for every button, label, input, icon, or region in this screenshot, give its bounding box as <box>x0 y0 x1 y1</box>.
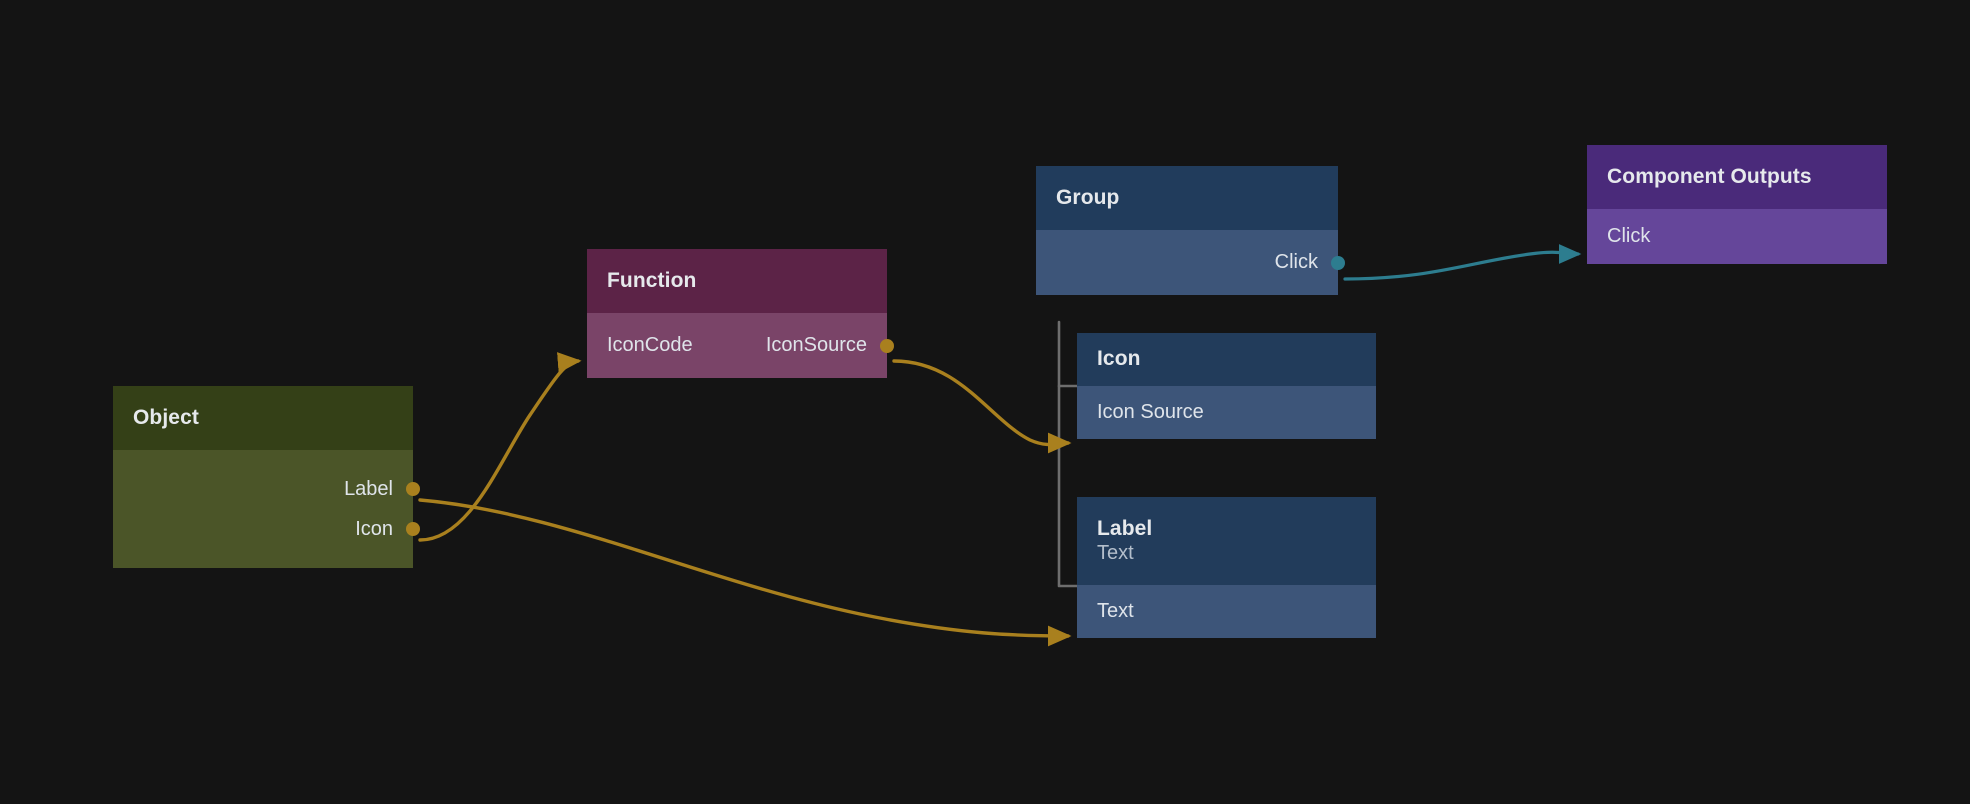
port-function-iconsource-text: IconSource <box>765 334 867 356</box>
node-label-header[interactable]: Label Text <box>1077 497 1376 585</box>
port-object-label-text: Label <box>344 477 393 500</box>
port-icon-source[interactable]: Icon Source <box>1077 393 1376 433</box>
node-icon-header[interactable]: Icon <box>1077 333 1376 386</box>
group-children-bracket <box>1057 320 1079 588</box>
port-group-click-text: Click <box>1274 251 1318 273</box>
node-object-body[interactable]: Label Icon <box>113 450 420 568</box>
node-component-outputs-header[interactable]: Component Outputs <box>1587 145 1887 209</box>
edge-iconsource-to-iconsource <box>892 359 1072 454</box>
node-function-body[interactable]: IconCode IconSource <box>587 313 894 378</box>
port-dot-object-icon[interactable] <box>406 522 420 536</box>
port-group-click[interactable]: Click <box>1036 243 1345 283</box>
node-group-title: Group <box>1056 185 1120 209</box>
node-component-outputs-body[interactable]: Click <box>1587 209 1887 264</box>
node-function[interactable]: Function IconCode IconSource <box>587 249 894 378</box>
node-icon-body[interactable]: Icon Source <box>1077 386 1376 439</box>
node-label-title: Label <box>1097 516 1153 540</box>
port-dot-group-click[interactable] <box>1331 255 1345 270</box>
port-component-outputs-click[interactable]: Click <box>1587 217 1887 257</box>
node-function-header[interactable]: Function <box>587 249 887 313</box>
port-label-text-text: Text <box>1097 600 1134 622</box>
node-label-body[interactable]: Text <box>1077 585 1376 638</box>
port-dot-object-label[interactable] <box>406 482 420 496</box>
node-group-body[interactable]: Click <box>1036 230 1345 295</box>
port-object-icon-text: Icon <box>355 517 393 540</box>
node-object-title: Object <box>133 405 199 429</box>
node-object-header[interactable]: Object <box>113 386 413 450</box>
node-label-subtitle: Text <box>1097 542 1134 565</box>
edge-label-to-text <box>418 498 1072 647</box>
node-label[interactable]: Label Text Text <box>1077 497 1376 638</box>
node-component-outputs-title: Component Outputs <box>1607 164 1812 188</box>
port-object-icon[interactable]: Icon <box>113 509 420 549</box>
port-row-function[interactable]: IconCode IconSource <box>587 326 894 366</box>
port-icon-source-text: Icon Source <box>1097 401 1204 423</box>
node-function-title: Function <box>607 268 697 292</box>
edge-click-to-click <box>1343 244 1582 281</box>
node-icon-title: Icon <box>1097 347 1141 371</box>
edge-icon-to-iconcode <box>418 352 582 542</box>
node-group-header[interactable]: Group <box>1036 166 1338 230</box>
port-component-outputs-click-text: Click <box>1607 225 1651 247</box>
node-icon[interactable]: Icon Icon Source <box>1077 333 1376 439</box>
port-function-iconcode-text: IconCode <box>607 334 693 356</box>
node-object[interactable]: Object Label Icon <box>113 386 420 568</box>
port-dot-function-iconsource[interactable] <box>880 338 894 353</box>
port-object-label[interactable]: Label <box>113 469 420 509</box>
node-group[interactable]: Group Click <box>1036 166 1345 295</box>
node-component-outputs[interactable]: Component Outputs Click <box>1587 145 1887 264</box>
port-label-text[interactable]: Text <box>1077 592 1376 632</box>
